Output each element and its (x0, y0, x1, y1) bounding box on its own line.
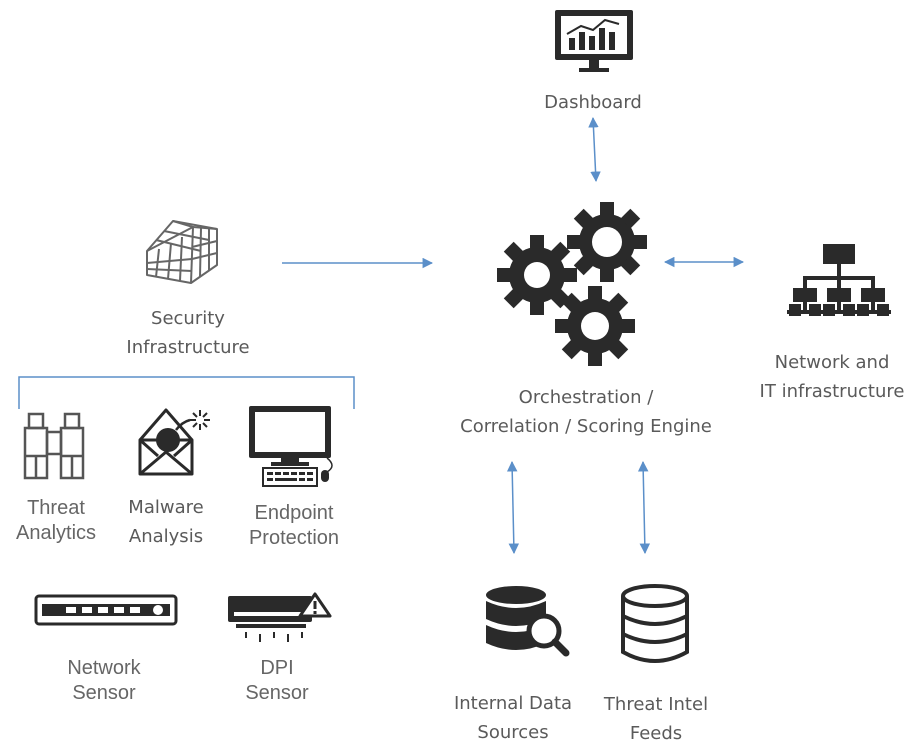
monitor-chart-icon (553, 8, 635, 74)
network-sensor-label: Network Sensor (67, 657, 141, 704)
gears-icon (494, 200, 654, 370)
dashboard-label: Dashboard (544, 92, 642, 113)
binoculars-icon (23, 412, 85, 480)
malware-envelope-icon (138, 406, 216, 476)
dpi-sensor-icon (226, 590, 332, 648)
dpi-sensor-label: DPI Sensor (245, 657, 309, 704)
security-group-bracket (18, 376, 355, 409)
endpoint-protection-label: Endpoint Protection (248, 502, 340, 549)
network-hierarchy-icon (787, 242, 891, 318)
network-sensor-icon (34, 592, 178, 628)
database-icon (619, 584, 691, 666)
engine-internal-data-arrow (506, 460, 520, 555)
cube-grid-icon (143, 213, 221, 287)
engine-threat-intel-arrow (637, 460, 651, 555)
threat-analytics-label: Threat Analytics (15, 497, 97, 544)
engine-label: Orchestration / Correlation / Scoring En… (460, 387, 712, 437)
security-infrastructure-label: Security Infrastructure (126, 308, 250, 358)
dashboard-engine-arrow (588, 116, 601, 183)
internal-data-sources-label: Internal Data Sources (453, 693, 573, 743)
database-search-icon (484, 585, 570, 665)
network-it-label: Network and IT infrastructure (759, 352, 905, 402)
malware-analysis-label: Malware Analysis (128, 497, 204, 547)
threat-intel-feeds-label: Threat Intel Feeds (603, 694, 709, 744)
desktop-computer-icon (247, 404, 339, 488)
